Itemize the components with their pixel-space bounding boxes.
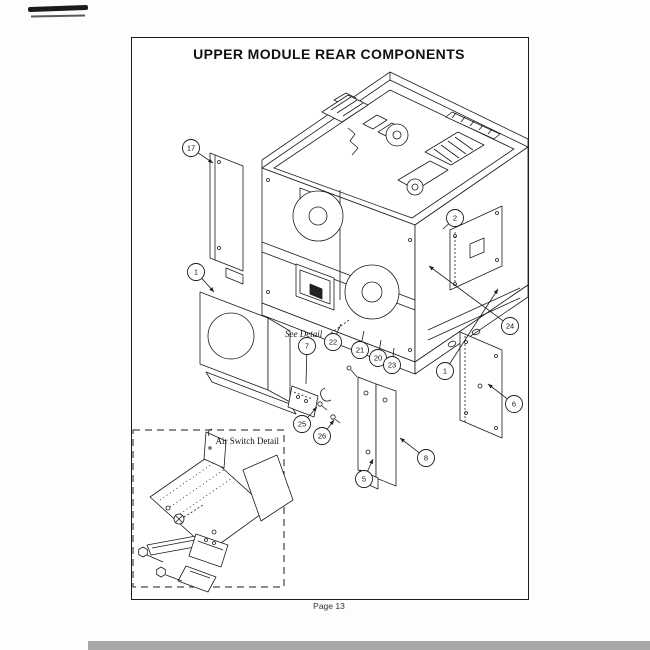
hex-screw-icon: [138, 546, 164, 563]
blower-circle-lower: [344, 264, 400, 320]
rear-panel-part-17: [209, 152, 244, 285]
callout-1: 1: [436, 288, 499, 380]
bracket-part-5: [357, 376, 397, 490]
svg-text:22: 22: [329, 337, 337, 346]
duct-box-part-1: [199, 291, 297, 415]
callout-23: 23: [383, 347, 401, 374]
svg-text:26: 26: [318, 431, 326, 440]
callout-22: 22: [324, 323, 342, 351]
callout-17: 17: [182, 139, 214, 164]
page-title: UPPER MODULE REAR COMPONENTS: [193, 46, 465, 62]
callout-21: 21: [351, 330, 369, 359]
callout-24: 24: [428, 265, 519, 335]
svg-text:25: 25: [298, 419, 306, 428]
top-deck-components: [321, 92, 501, 196]
air-switch-detail-inset: [132, 428, 294, 593]
bolt-icon: [346, 365, 352, 371]
callout-26: 26: [313, 419, 335, 445]
clip-part: [320, 387, 332, 402]
blower-circle-upper: [292, 190, 344, 242]
callout-25: 25: [293, 406, 318, 433]
svg-text:2: 2: [453, 213, 457, 222]
see-detail-note: See Detail: [285, 329, 323, 339]
page-number: Page 13: [313, 601, 345, 611]
screw-icon: [317, 401, 323, 407]
scan-shadow-strip: [88, 641, 650, 650]
callout-1: 1: [187, 263, 215, 293]
svg-text:1: 1: [443, 366, 447, 375]
svg-text:5: 5: [362, 474, 366, 483]
callout-5: 5: [355, 458, 374, 488]
svg-text:20: 20: [374, 353, 382, 362]
svg-text:24: 24: [506, 321, 514, 330]
left-face-components: [261, 178, 416, 352]
callout-8: 8: [399, 437, 435, 467]
svg-text:21: 21: [356, 345, 364, 354]
chassis-assembly: [261, 71, 529, 375]
callout-7: 7: [298, 337, 316, 385]
inset-border: [132, 429, 285, 588]
right-face-components: [427, 205, 521, 348]
inset-title: Air Switch Detail: [216, 436, 280, 446]
hex-screw-icon: [156, 566, 183, 582]
side-panel-part-6: [459, 331, 503, 439]
svg-text:1: 1: [194, 267, 198, 276]
air-switch-assembly: [146, 533, 229, 593]
svg-text:23: 23: [388, 360, 396, 369]
svg-text:17: 17: [187, 143, 195, 152]
screw-icon: [173, 504, 204, 525]
svg-text:8: 8: [424, 453, 428, 462]
callout-2: 2: [442, 209, 464, 230]
screw-icon: [330, 414, 336, 420]
svg-text:6: 6: [512, 399, 516, 408]
mounting-plate: [287, 365, 358, 424]
callout-6: 6: [487, 383, 523, 413]
svg-text:7: 7: [305, 341, 309, 350]
